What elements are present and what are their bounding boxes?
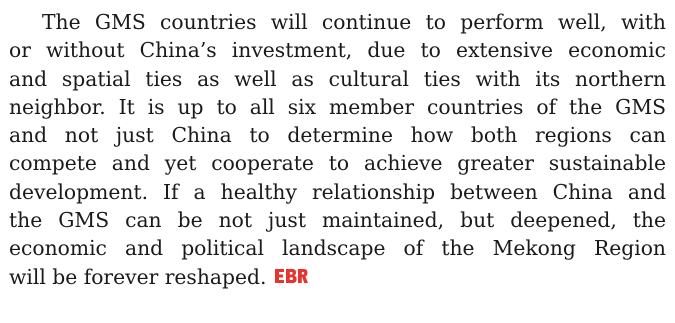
paragraph-line-10: will be forever reshaped. [9,263,666,291]
paragraph-line-10-text: will be forever reshaped. [9,264,267,289]
paragraph-line-3: and spatial ties as well as cultural tie… [9,66,666,91]
paragraph-line-6: compete and yet cooperate to achieve gre… [9,151,666,176]
paragraph-line-4: neighbor. It is up to all six member cou… [9,94,666,119]
paragraph-line-8: the GMS can be not just maintained, but … [9,208,666,233]
paragraph-line-1: The GMS countries will continue to perfo… [42,10,666,34]
paragraph-line-2: or without China’s investment, due to ex… [9,38,666,63]
paragraph-line-7: development. If a healthy relationship b… [9,179,666,204]
ebr-logo-icon [274,267,309,285]
article-paragraph: The GMS countries will continue to perfo… [9,8,666,291]
paragraph-line-5: and not just China to determine how both… [9,123,666,148]
paragraph-line-9: economic and political landscape of the … [9,236,666,261]
